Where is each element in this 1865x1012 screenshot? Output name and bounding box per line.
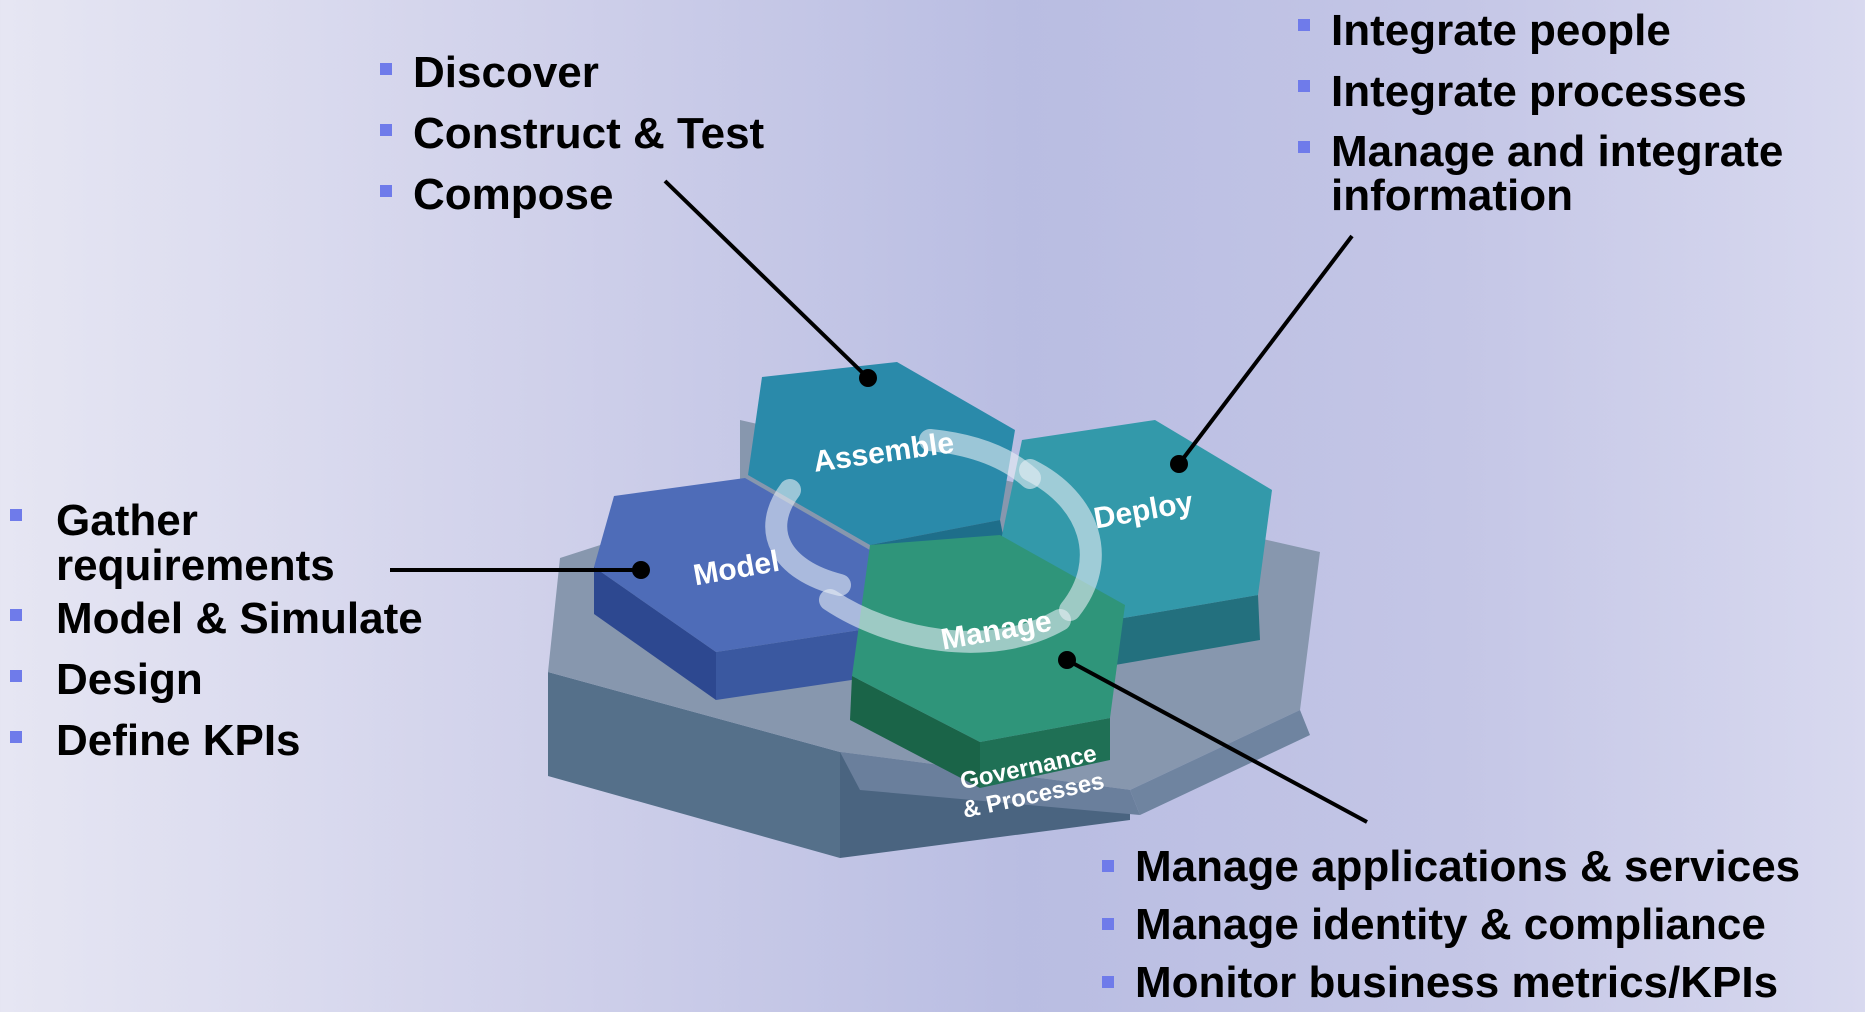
cycle-arrows: [765, 429, 1102, 653]
bullet-item: Construct & Test: [380, 103, 764, 164]
bullet-text: Monitor business metrics/KPIs: [1135, 958, 1779, 1007]
bullet-text: Define KPIs: [56, 716, 301, 765]
bullet-item: Integrate processes: [1298, 61, 1851, 122]
bullet-text: Model & Simulate: [56, 594, 423, 643]
bullet-square-icon: [1102, 918, 1114, 930]
manage-connector-dot: [1058, 651, 1076, 669]
bullet-item: Integrate people: [1298, 0, 1851, 61]
bullet-item: Manage and integrate information: [1298, 122, 1851, 218]
bullet-square-icon: [10, 670, 22, 682]
bullet-square-icon: [1298, 141, 1310, 153]
bullet-item: Manage identity & compliance: [1102, 896, 1800, 954]
assemble-bullet-list: Discover Construct & Test Compose: [380, 42, 764, 225]
bullet-item: Model & Simulate: [10, 588, 423, 649]
bullet-square-icon: [380, 63, 392, 75]
bullet-square-icon: [380, 185, 392, 197]
bullet-item: Discover: [380, 42, 764, 103]
bullet-item: Compose: [380, 164, 764, 225]
manage-connector: [1066, 658, 1368, 824]
bullet-square-icon: [1102, 976, 1114, 988]
manage-bullet-list: Manage applications & services Manage id…: [1102, 838, 1800, 1012]
bullet-square-icon: [1298, 80, 1310, 92]
model-connector-dot: [632, 561, 650, 579]
bullet-item: Design: [10, 649, 423, 710]
bullet-item: Monitor business metrics/KPIs: [1102, 954, 1800, 1012]
bullet-text: Design: [56, 655, 203, 704]
bullet-item: Define KPIs: [10, 710, 423, 771]
bullet-square-icon: [1102, 860, 1114, 872]
deploy-connector-dot: [1170, 455, 1188, 473]
deploy-hexagon: [1000, 420, 1272, 665]
bullet-text: Integrate people: [1331, 6, 1671, 55]
bullet-text: Gather requirements: [56, 496, 335, 590]
bullet-text: Manage applications & services: [1135, 842, 1801, 891]
bullet-text: Manage and integrate information: [1331, 127, 1784, 220]
bullet-square-icon: [10, 509, 22, 521]
deploy-bullet-list: Integrate people Integrate processes Man…: [1298, 0, 1851, 218]
bullet-square-icon: [10, 609, 22, 621]
deploy-connector: [1177, 234, 1354, 466]
bullet-text: Compose: [413, 170, 614, 219]
bullet-square-icon: [380, 124, 392, 136]
assemble-connector-dot: [859, 369, 877, 387]
bullet-square-icon: [1298, 19, 1310, 31]
bullet-text: Construct & Test: [413, 109, 765, 158]
connector-lines: [390, 179, 1368, 824]
bullet-item: Manage applications & services: [1102, 838, 1800, 896]
bullet-text: Manage identity & compliance: [1135, 900, 1766, 949]
bullet-text: Discover: [413, 48, 599, 97]
bullet-text: Integrate processes: [1331, 67, 1747, 116]
model-bullet-list: Gather requirements Model & Simulate Des…: [10, 490, 423, 771]
assemble-connector: [663, 179, 870, 380]
bullet-item: Gather requirements: [10, 490, 423, 588]
bullet-square-icon: [10, 731, 22, 743]
model-hexagon: [594, 478, 875, 700]
